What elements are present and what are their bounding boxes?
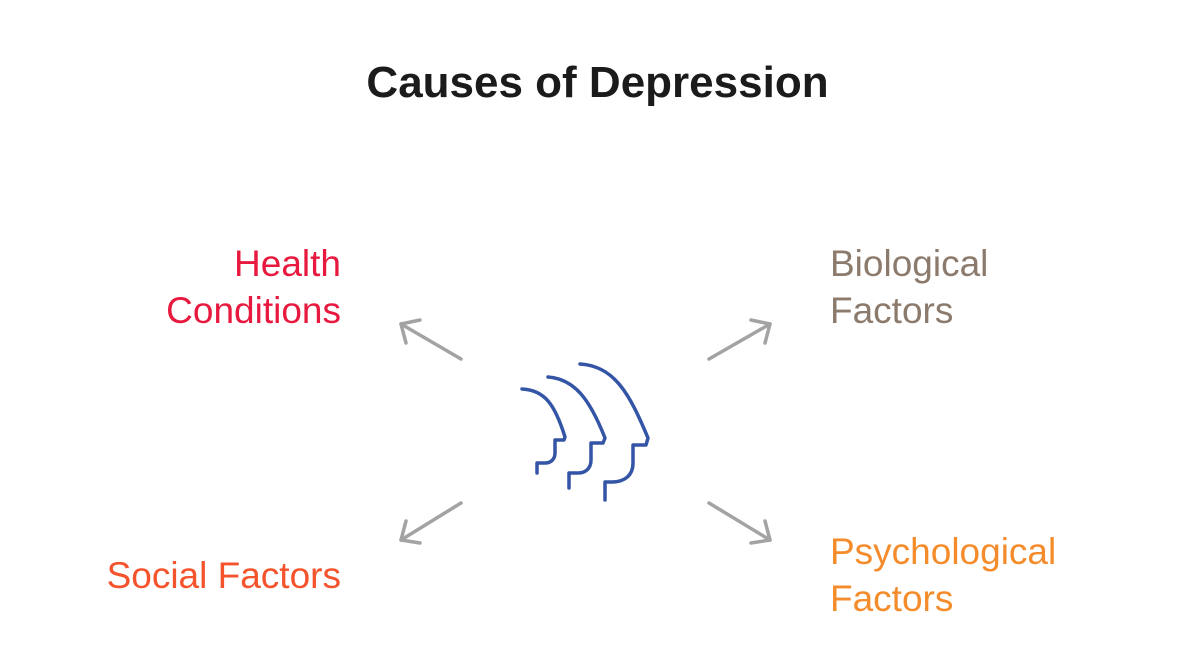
arrow-health-conditions xyxy=(399,318,463,361)
cause-label-line1: Biological xyxy=(830,243,989,284)
cause-biological-factors: Biological Factors xyxy=(830,240,988,334)
arrow-biological-factors xyxy=(707,318,772,361)
heads-profile-icon xyxy=(520,362,650,502)
head-profile-medium xyxy=(546,375,607,490)
cause-social-factors: Social Factors xyxy=(107,552,341,599)
diagram-title: Causes of Depression xyxy=(366,58,829,107)
cause-label-line1: Psychological xyxy=(830,531,1057,572)
head-profile-large xyxy=(578,362,650,502)
arrow-psychological-factors xyxy=(707,501,772,545)
cause-label-line1: Social Factors xyxy=(106,555,341,596)
arrow-social-factors xyxy=(399,501,463,545)
cause-label-line1: Health xyxy=(234,243,341,284)
head-profile-small xyxy=(520,387,567,475)
cause-label-line2: Conditions xyxy=(166,290,341,331)
cause-psychological-factors: Psychological Factors xyxy=(830,528,1056,622)
cause-health-conditions: Health Conditions xyxy=(166,240,341,334)
cause-label-line2: Factors xyxy=(830,578,954,619)
cause-label-line2: Factors xyxy=(830,290,954,331)
